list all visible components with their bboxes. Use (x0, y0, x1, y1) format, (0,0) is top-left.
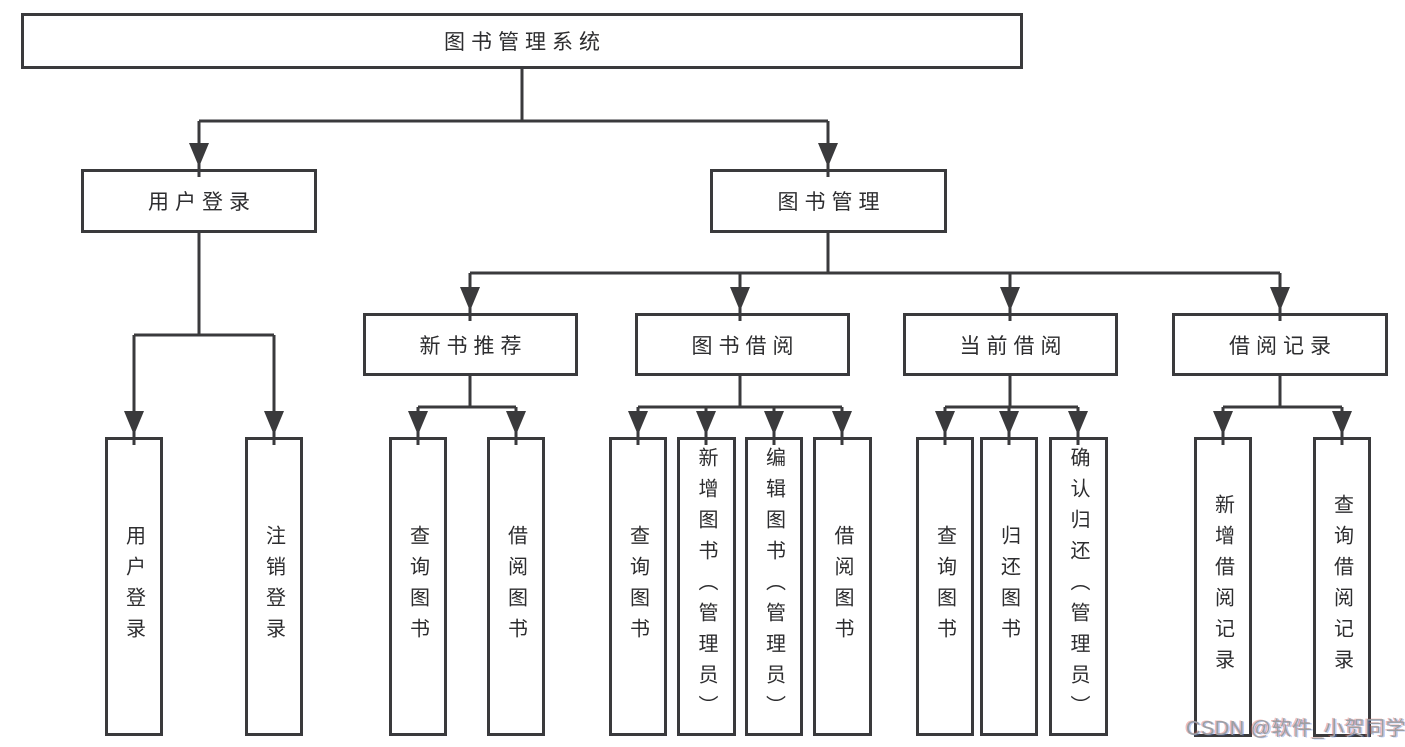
csdn-watermark: CSDN @软件_小贺同学 (1186, 718, 1405, 740)
leaf-add-borrow-record: 新增借阅记录 (1194, 437, 1252, 737)
node-new-book-recommend: 新书推荐 (363, 313, 578, 376)
leaf-borrow-book-recommend-label: 借阅图书 (504, 524, 527, 649)
connector-current-borrow-to-leaves (935, 376, 1088, 445)
leaf-edit-book-admin: 编辑图书（管理员） (745, 437, 803, 736)
leaf-borrow-book: 借阅图书 (813, 437, 872, 736)
connector-borrow-records-to-leaves (1213, 376, 1352, 445)
node-current-borrow: 当前借阅 (903, 313, 1118, 376)
node-current-borrow-label: 当前借阅 (959, 334, 1068, 358)
node-root: 图书管理系统 (21, 13, 1023, 69)
node-root-label: 图书管理系统 (444, 31, 606, 54)
leaf-user-login-label: 用户登录 (122, 524, 145, 649)
leaf-query-book-current-label: 查询图书 (933, 524, 956, 649)
node-user-login: 用户登录 (81, 169, 317, 233)
node-book-borrow-label: 图书借阅 (691, 334, 800, 358)
leaf-user-login: 用户登录 (105, 437, 163, 736)
node-book-borrow: 图书借阅 (635, 313, 850, 376)
node-borrow-records: 借阅记录 (1172, 313, 1388, 376)
leaf-add-book-admin-label: 新增图书（管理员） (695, 447, 717, 726)
leaf-logout-login: 注销登录 (245, 437, 303, 736)
leaf-query-borrow-record-label: 查询借阅记录 (1330, 494, 1353, 680)
leaf-confirm-return-admin: 确认归还（管理员） (1049, 437, 1108, 736)
leaf-logout-login-label: 注销登录 (262, 524, 285, 649)
leaf-borrow-book-recommend: 借阅图书 (487, 437, 545, 736)
connector-recommend-to-leaves (408, 376, 526, 445)
node-new-book-recommend-label: 新书推荐 (419, 334, 528, 358)
leaf-query-book-recommend: 查询图书 (389, 437, 447, 736)
node-book-management: 图书管理 (710, 169, 947, 233)
node-borrow-records-label: 借阅记录 (1229, 334, 1337, 358)
connector-book-management-to-level2 (460, 232, 1290, 321)
leaf-query-book-current: 查询图书 (916, 437, 974, 736)
leaf-add-book-admin: 新增图书（管理员） (677, 437, 736, 736)
leaf-query-book-recommend-label: 查询图书 (406, 524, 429, 649)
leaf-edit-book-admin-label: 编辑图书（管理员） (762, 447, 785, 726)
leaf-confirm-return-admin-label: 确认归还（管理员） (1067, 447, 1089, 726)
node-book-management-label: 图书管理 (777, 191, 886, 214)
leaf-query-borrow-record: 查询借阅记录 (1313, 437, 1371, 737)
leaf-return-book-label: 归还图书 (997, 524, 1020, 649)
connector-book-borrow-to-leaves (628, 376, 852, 445)
leaf-query-book-borrow: 查询图书 (609, 437, 667, 736)
connector-root-to-level1 (189, 66, 838, 177)
leaf-add-borrow-record-label: 新增借阅记录 (1211, 494, 1234, 680)
leaf-query-book-borrow-label: 查询图书 (626, 524, 649, 649)
connector-user-login-to-leaves (124, 232, 284, 445)
node-user-login-label: 用户登录 (148, 191, 256, 214)
leaf-borrow-book-label: 借阅图书 (831, 524, 853, 649)
leaf-return-book: 归还图书 (980, 437, 1038, 736)
